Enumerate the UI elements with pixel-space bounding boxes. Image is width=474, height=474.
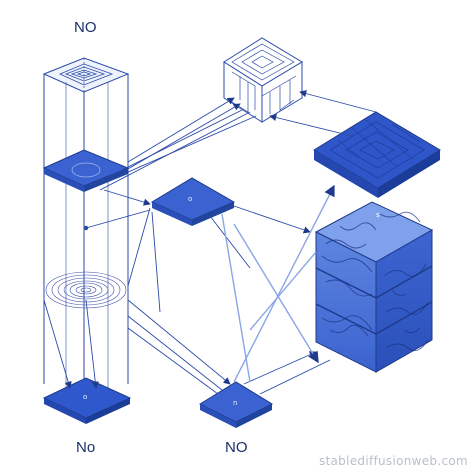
- textured-slab: [313, 111, 441, 198]
- cube-brain-texture-icon: [321, 211, 429, 352]
- center-tile-label: o: [188, 195, 193, 203]
- cube-label: s: [376, 211, 380, 219]
- connector-lines: [43, 90, 377, 395]
- bottom-left-tile-label: o: [83, 393, 88, 401]
- watermark: stablediffusionweb.com: [318, 454, 468, 468]
- stacked-cube: [314, 201, 434, 373]
- top-maze-cube: [223, 37, 303, 123]
- label-top-left: NO: [74, 19, 97, 36]
- bottom-center-tile: [198, 381, 274, 428]
- bottom-left-tile: [42, 377, 132, 424]
- junction-dot: [83, 225, 89, 231]
- center-tile: [150, 177, 236, 226]
- label-bottom-center: NO: [225, 439, 248, 456]
- pillar-middle-slab: [42, 149, 130, 192]
- bottom-center-tile-label: n: [233, 399, 238, 407]
- connector-lines-light: [221, 184, 335, 383]
- slab-texture-icon: [329, 119, 425, 179]
- label-bottom-left: No: [76, 439, 96, 456]
- pillar-top-maze-icon: [59, 63, 114, 86]
